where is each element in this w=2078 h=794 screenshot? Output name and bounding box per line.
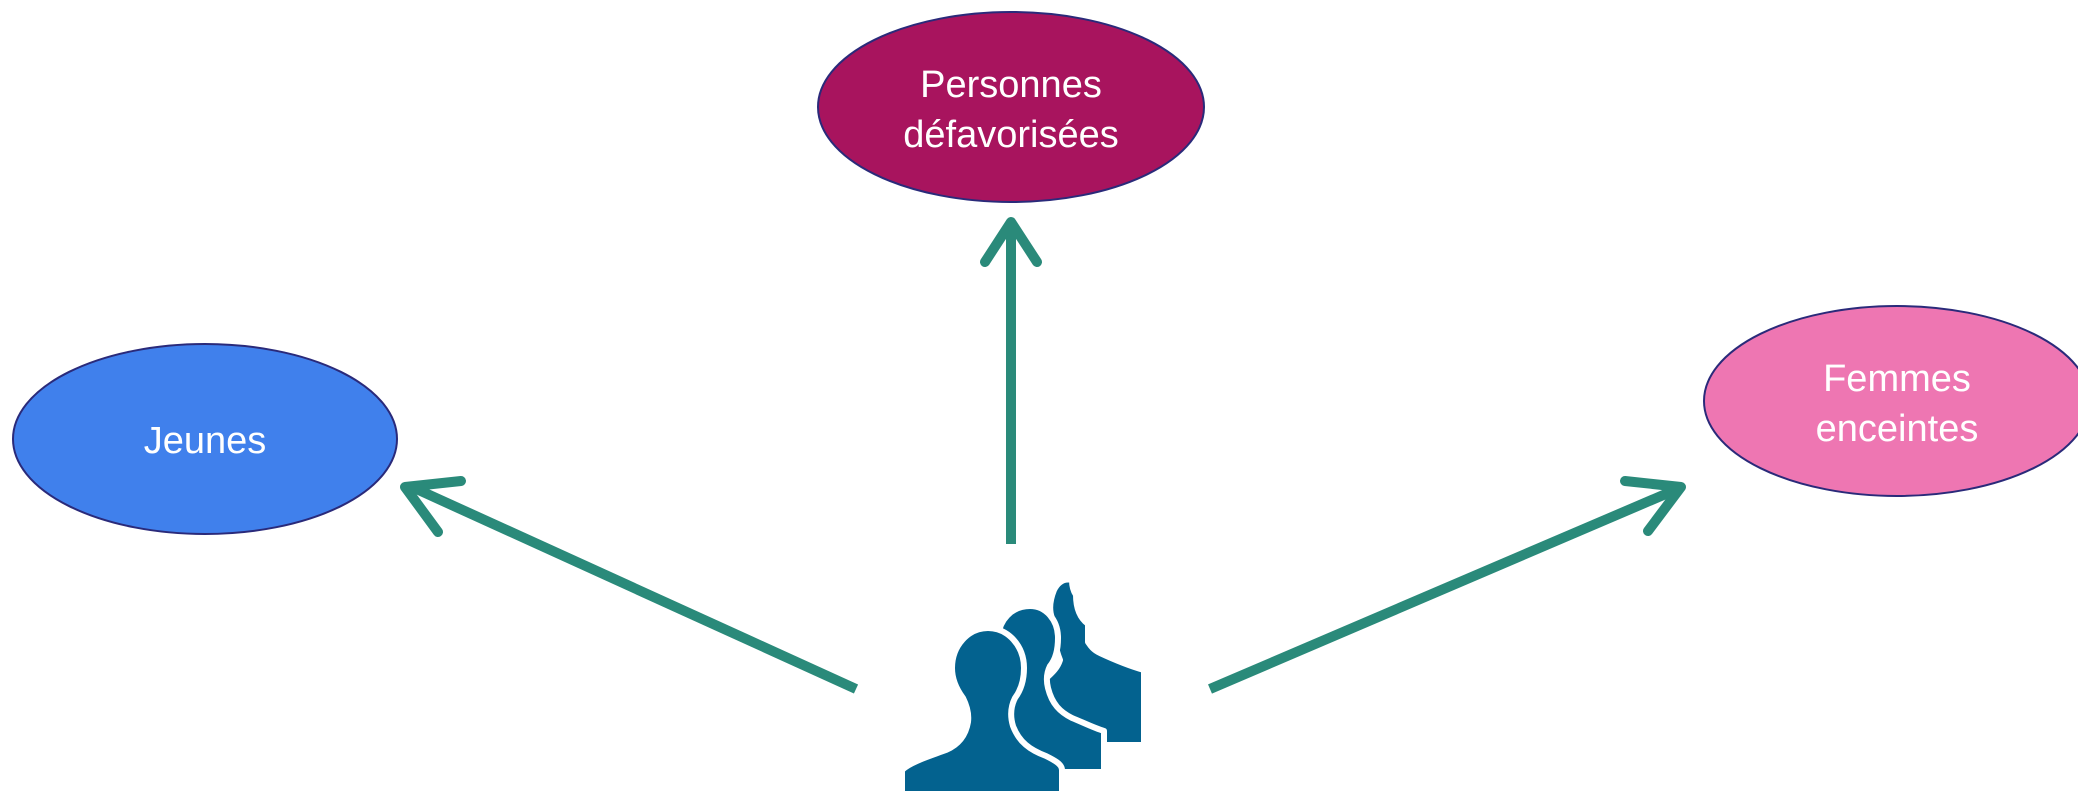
node-femmes-enceintes-ellipse: [1703, 305, 2078, 497]
node-femmes-enceintes-label-line1: Femmes: [1823, 358, 1971, 400]
arrow-right-shaft: [1208, 485, 1677, 694]
group-people-icon: [899, 576, 1147, 794]
node-femmes-enceintes: Femmes enceintes: [1703, 305, 2078, 497]
node-jeunes-label: Jeunes: [144, 420, 267, 462]
node-personnes-defavorisees-label-line1: Personnes: [920, 64, 1102, 106]
node-jeunes-ellipse: [12, 343, 398, 535]
arrow-right-head: [1620, 476, 1686, 536]
node-jeunes: Jeunes: [12, 343, 398, 535]
arrow-to-personnes-defavorisees: [980, 217, 1042, 544]
arrow-to-jeunes: [400, 476, 859, 694]
arrow-up-head: [980, 217, 1042, 267]
arrow-to-femmes-enceintes: [1208, 476, 1686, 694]
node-femmes-enceintes-label-line2: enceintes: [1816, 408, 1979, 450]
node-personnes-defavorisees-ellipse: [817, 11, 1205, 203]
person-front-silhouette: [899, 625, 1065, 794]
node-personnes-defavorisees: Personnes défavorisées: [817, 11, 1205, 203]
arrow-left-head: [400, 476, 466, 537]
arrow-left-shaft: [409, 482, 859, 694]
node-personnes-defavorisees-label-line2: défavorisées: [903, 114, 1118, 156]
